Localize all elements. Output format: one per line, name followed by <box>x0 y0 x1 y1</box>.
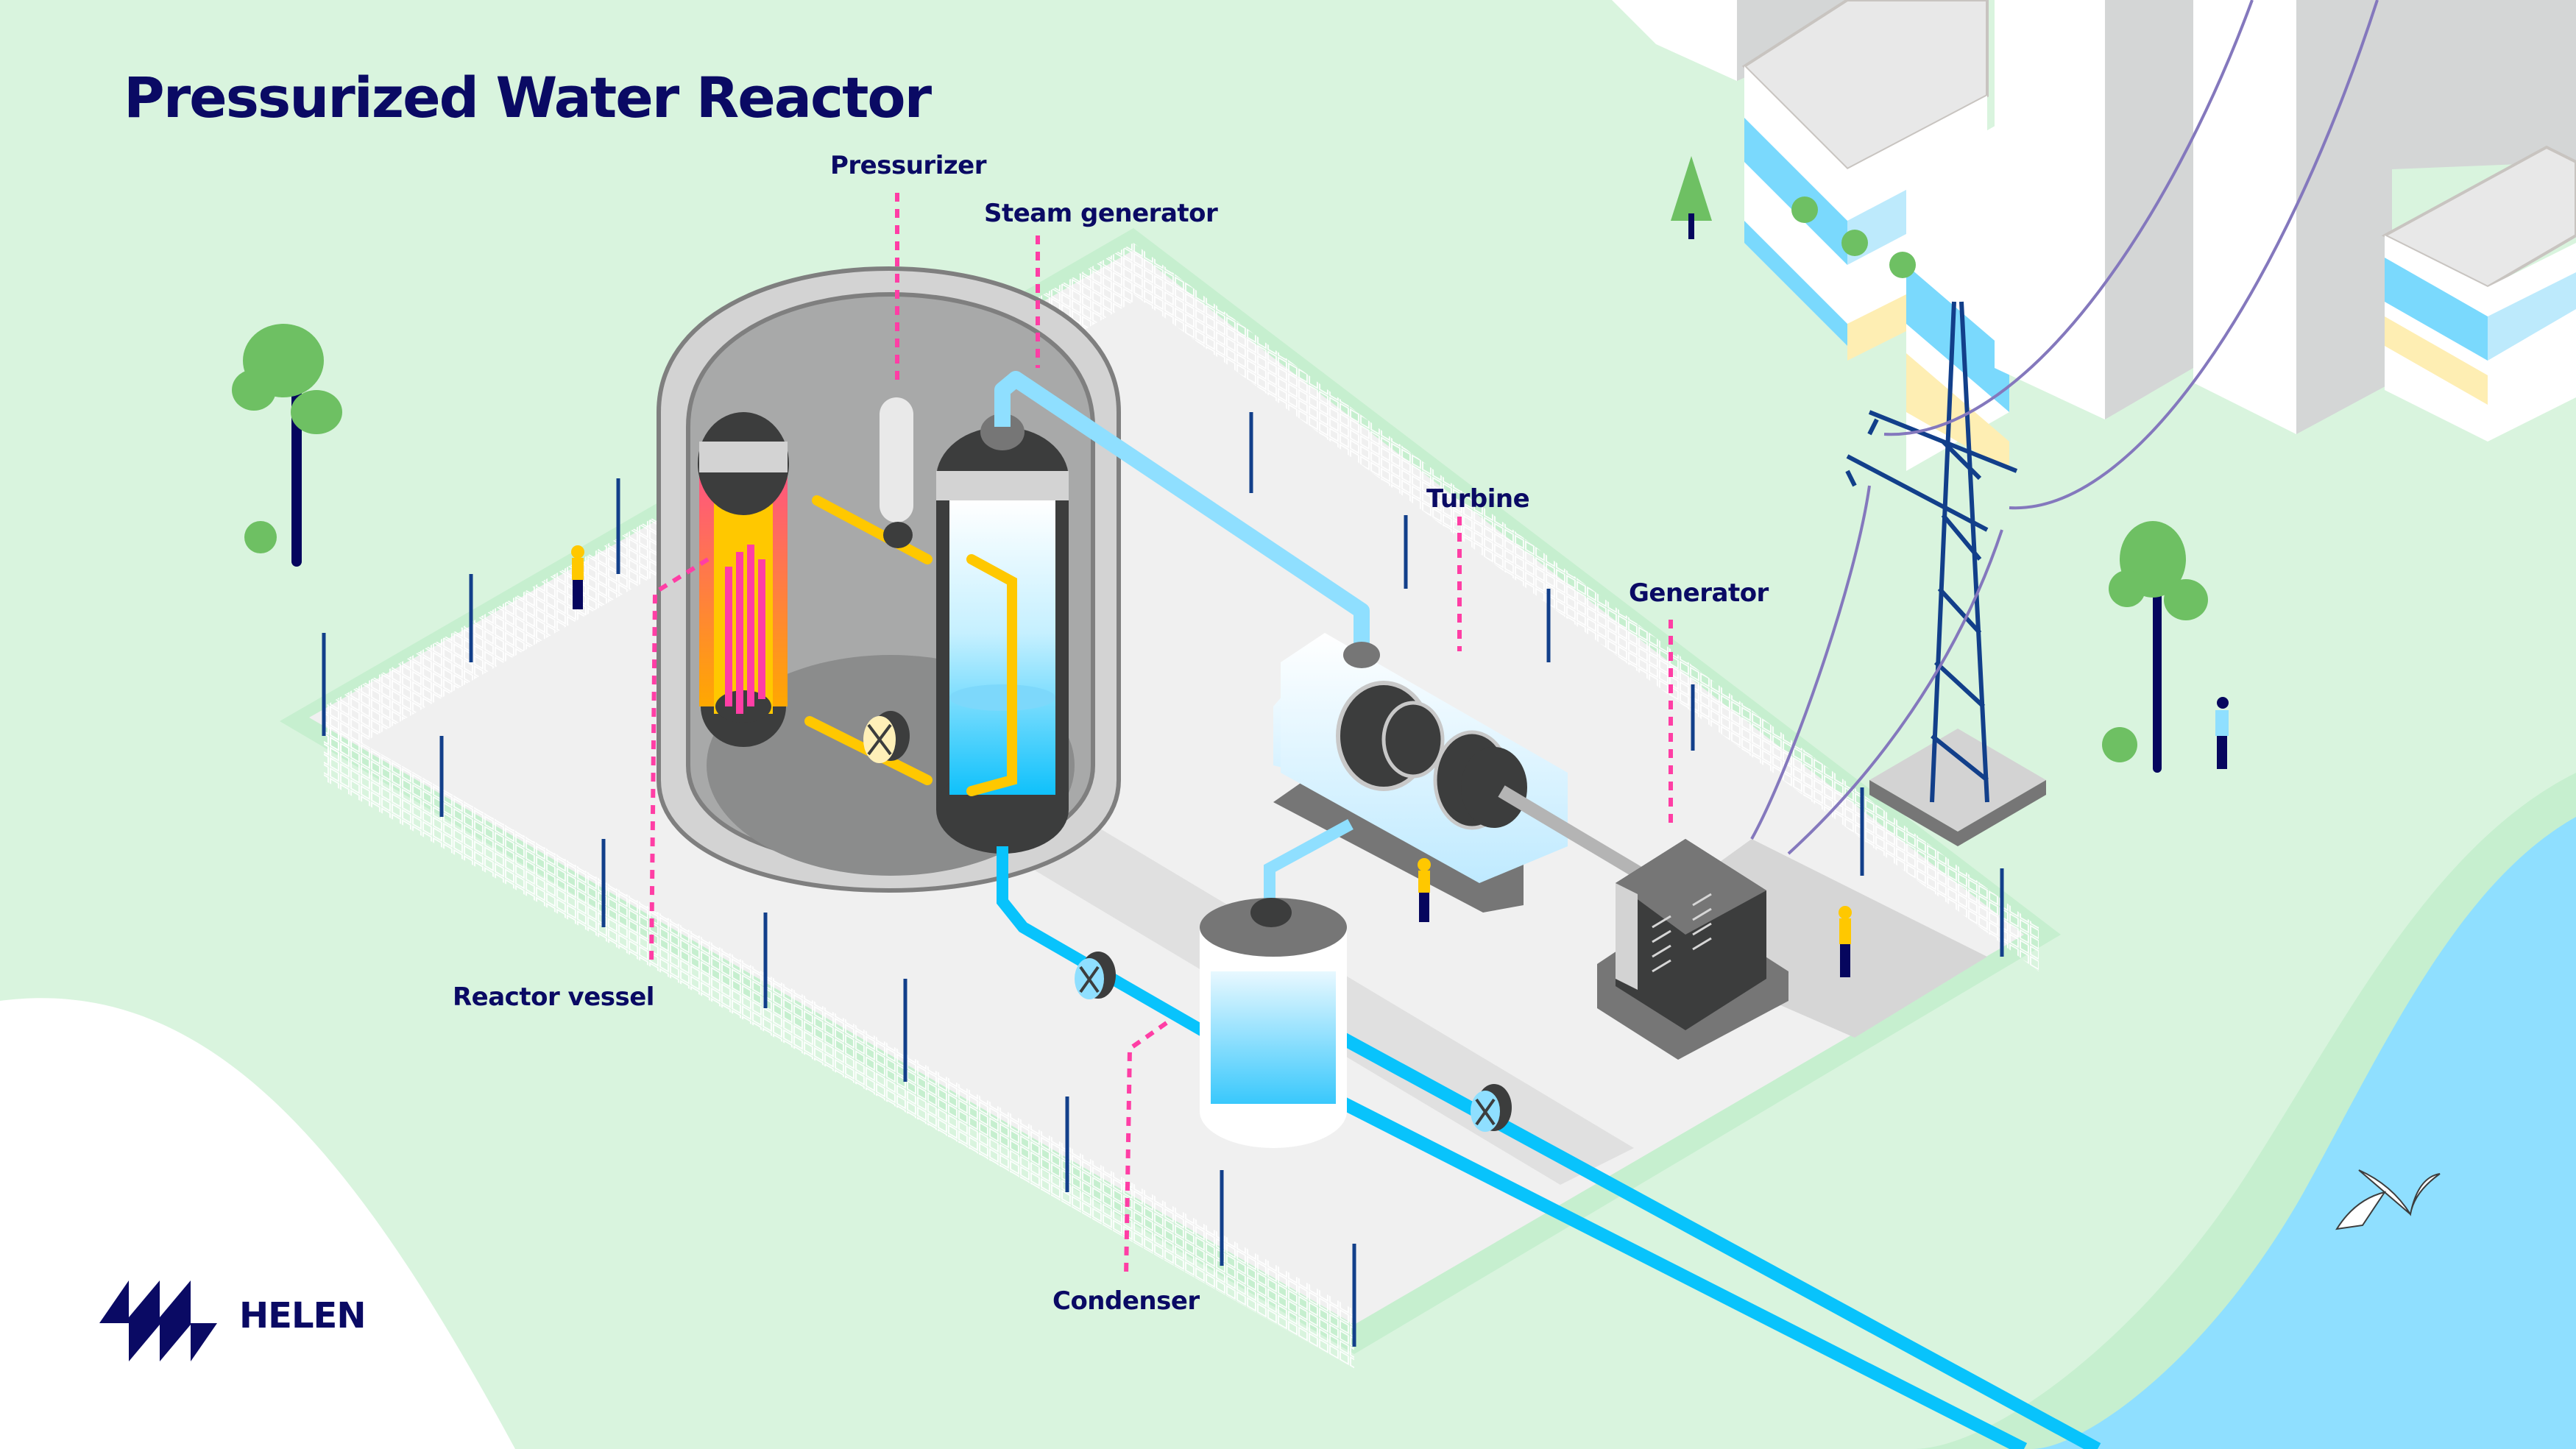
reactor-vessel <box>698 412 789 747</box>
tree-icon <box>244 521 277 553</box>
trees <box>232 156 2208 773</box>
leader-condenser <box>1124 1021 1168 1278</box>
worker-icon <box>571 545 584 609</box>
tree-icon <box>1841 230 1868 256</box>
label-reactor-vessel: Reactor vessel <box>453 982 654 1012</box>
building <box>1906 118 2009 471</box>
label-generator: Generator <box>1629 578 1769 608</box>
label-turbine: Turbine <box>1426 484 1530 514</box>
pedestrian-icon <box>2215 697 2229 769</box>
tree-icon <box>2102 727 2137 762</box>
label-condenser: Condenser <box>1052 1286 1200 1316</box>
label-steam-generator: Steam generator <box>984 199 1218 228</box>
sea <box>2031 817 2576 1449</box>
label-pressurizer: Pressurizer <box>830 151 986 180</box>
generator-icon <box>1597 839 1788 1060</box>
tower-building <box>1995 0 2193 419</box>
pylon-icon <box>1750 0 2379 855</box>
tower-building <box>2193 0 2392 434</box>
pine-tree-icon <box>1671 156 1712 239</box>
worker-icon <box>1418 858 1431 922</box>
pump-icon <box>863 711 910 763</box>
tree-icon <box>1791 196 1818 223</box>
leader-reactor-vessel <box>649 557 710 965</box>
helen-wave-logo-icon <box>99 1280 217 1361</box>
pressurizer-tank-icon <box>880 397 913 548</box>
building <box>2381 0 2576 442</box>
steam-generator-icon <box>936 414 1069 854</box>
logo-text: HELEN <box>239 1295 367 1336</box>
leader-lines <box>649 193 1673 1278</box>
tree-icon <box>1889 252 1916 278</box>
helen-logo: HELEN <box>99 1280 367 1365</box>
pump-icon <box>1075 952 1116 999</box>
steam-pipe <box>994 371 1370 648</box>
turbine-icon <box>1273 633 1660 913</box>
tree-icon <box>232 324 342 567</box>
condenser-icon <box>1200 898 1347 1148</box>
pump-icon <box>1471 1084 1512 1132</box>
worker-icon <box>1839 906 1852 977</box>
tree-icon <box>2109 521 2208 773</box>
page-title: Pressurized Water Reactor <box>124 65 932 130</box>
seagull-icon <box>2335 1169 2441 1230</box>
fuel-rods <box>725 545 765 714</box>
